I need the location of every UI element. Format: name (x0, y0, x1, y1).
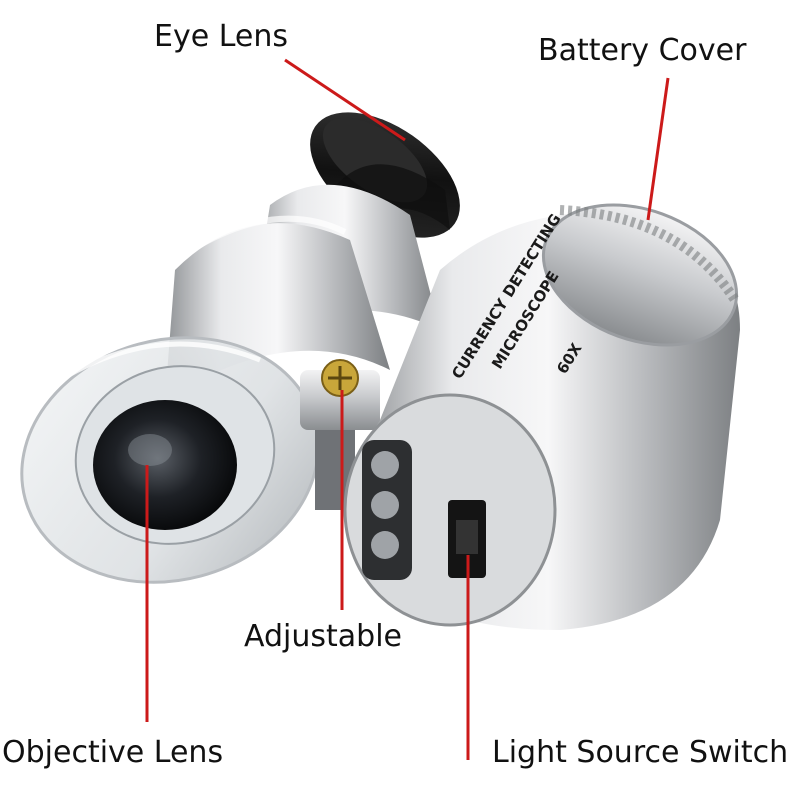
callout-eye-lens: Eye Lens (154, 19, 288, 54)
leader-lines (145, 58, 670, 760)
objective-lens-glass (93, 400, 237, 530)
objective-cap (20, 336, 320, 584)
led-light (371, 451, 399, 479)
leader-line-eye-lens (284, 58, 406, 142)
battery-body: CURRENCY DETECTING MICROSCOPE 60X (343, 203, 740, 630)
battery-cover (541, 203, 739, 347)
callout-adjustable: Adjustable (244, 619, 402, 654)
callout-objective-lens: Objective Lens (2, 735, 224, 770)
led-light (371, 491, 399, 519)
callout-battery-cover: Battery Cover (538, 33, 747, 68)
led-light (371, 531, 399, 559)
callout-light-source-switch: Light Source Switch (492, 735, 789, 770)
leader-line-battery-cover (646, 77, 670, 221)
